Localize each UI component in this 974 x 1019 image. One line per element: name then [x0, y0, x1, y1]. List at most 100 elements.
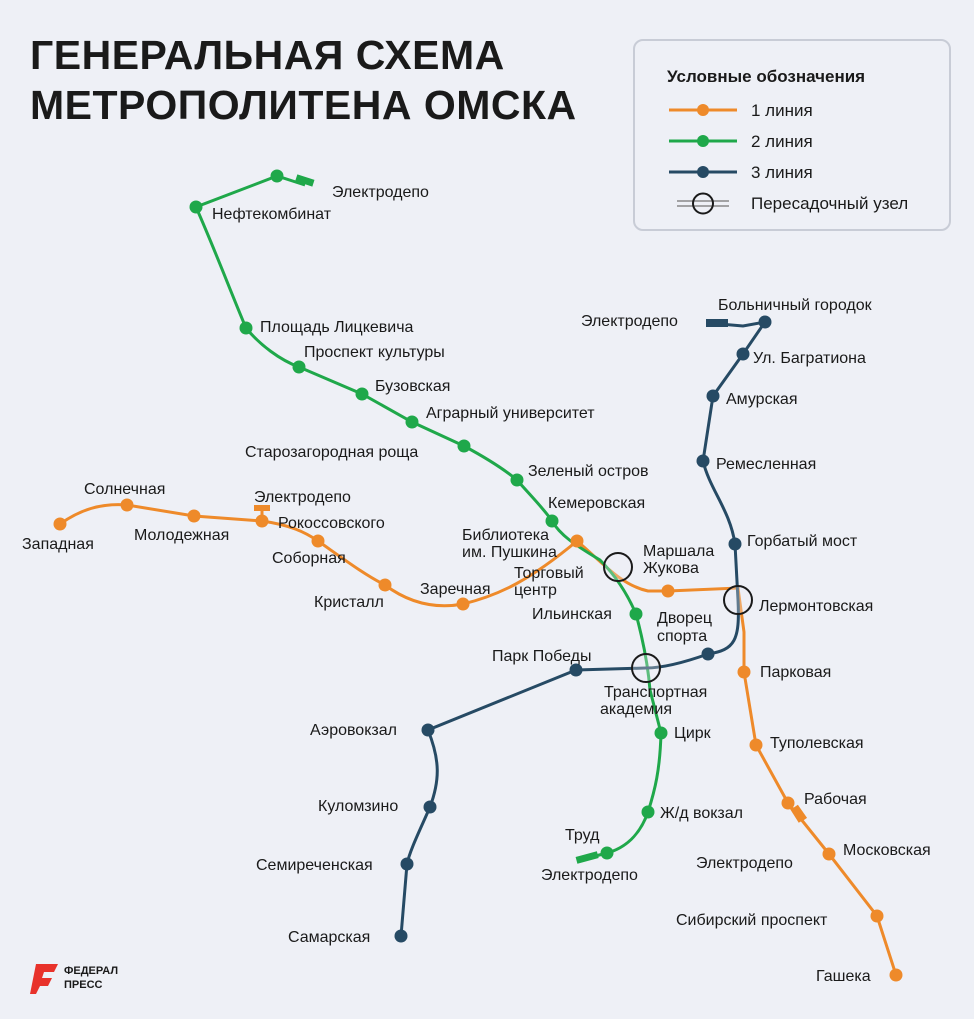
- station-sibirsky[interactable]: [870, 909, 884, 923]
- station-vokzal[interactable]: [641, 805, 655, 819]
- legend-row-line-3: 3 линия: [663, 161, 943, 185]
- depot-rokossovskogo-icon: [254, 505, 270, 511]
- transfer-node-transport[interactable]: [631, 653, 661, 683]
- label-transport-1: Транспортная: [604, 684, 707, 701]
- map-title: ГЕНЕРАЛЬНАЯ СХЕМА МЕТРОПОЛИТЕНА ОМСКА: [30, 30, 577, 130]
- label-transport-2: академия: [600, 701, 672, 718]
- label-dvorets-2: спорта: [657, 628, 707, 645]
- label-marshala-2: Жукова: [643, 560, 699, 577]
- station-samarskaya[interactable]: [394, 929, 408, 943]
- station-aerovokzal[interactable]: [421, 723, 435, 737]
- label-semirechenskaya: Семиреченская: [256, 857, 373, 874]
- label-depot-trud: Электродепо: [541, 867, 638, 884]
- label-buzovskaya: Бузовская: [375, 378, 450, 395]
- label-bolnichny: Больничный городок: [718, 297, 873, 314]
- depot-east-icon: [706, 319, 728, 327]
- federal-press-logo-icon: [30, 964, 58, 994]
- label-starozagorodnaya: Старозагородная роща: [245, 444, 418, 461]
- station-parkovaya[interactable]: [737, 665, 751, 679]
- station-bolnichny[interactable]: [758, 315, 772, 329]
- depot-trud-icon: [575, 851, 599, 864]
- label-gasheka: Гашека: [816, 968, 871, 985]
- publisher-logo: ФЕДЕРАЛ ПРЕСС: [30, 962, 118, 1001]
- label-depot-south-east: Электродепо: [696, 855, 793, 872]
- transfer-node-lermontovskaya[interactable]: [723, 585, 753, 615]
- label-zeleny: Зеленый остров: [528, 463, 649, 480]
- label-zapadnaya: Западная: [22, 536, 94, 553]
- station-rabochaya[interactable]: [781, 796, 795, 810]
- station-depot-north[interactable]: [270, 169, 284, 183]
- station-trud[interactable]: [600, 846, 614, 860]
- depot-south-east-icon: [792, 804, 808, 822]
- label-trud: Труд: [565, 827, 600, 844]
- label-parkovaya: Парковая: [760, 664, 831, 681]
- line-3-swatch-icon: [669, 166, 737, 178]
- transfer-node-icon: [677, 192, 729, 215]
- transfer-node-torgovy[interactable]: [603, 552, 633, 582]
- station-ploshchad[interactable]: [239, 321, 253, 335]
- station-rokossovskogo[interactable]: [255, 514, 269, 528]
- station-zarechnaya[interactable]: [456, 597, 470, 611]
- label-vokzal: Ж/д вокзал: [660, 805, 743, 822]
- line-2-stations: [189, 169, 668, 860]
- station-agrarny[interactable]: [405, 415, 419, 429]
- label-depot-north: Электродепо: [332, 184, 429, 201]
- station-kristall[interactable]: [378, 578, 392, 592]
- station-biblioteka[interactable]: [570, 534, 584, 548]
- station-kemerovskaya[interactable]: [545, 514, 559, 528]
- station-park-pobedy[interactable]: [569, 663, 583, 677]
- line-1-swatch-icon: [669, 104, 737, 116]
- station-molodezhnaya[interactable]: [187, 509, 201, 523]
- station-amurskaya[interactable]: [706, 389, 720, 403]
- station-marshala[interactable]: [661, 584, 675, 598]
- logo-text: ФЕДЕРАЛ ПРЕСС: [64, 964, 118, 992]
- legend-label-transfer: Пересадочный узел: [751, 194, 909, 213]
- legend-label-line-2: 2 линия: [751, 132, 813, 151]
- station-zapadnaya[interactable]: [53, 517, 67, 531]
- label-zarechnaya: Заречная: [420, 581, 491, 598]
- label-torgovy-2: центр: [514, 582, 557, 599]
- label-solnechnaya: Солнечная: [84, 481, 165, 498]
- label-gorbaty: Горбатый мост: [747, 533, 858, 550]
- station-moskovskaya[interactable]: [822, 847, 836, 861]
- station-kultury[interactable]: [292, 360, 306, 374]
- station-starozagorodnaya[interactable]: [457, 439, 471, 453]
- label-agrarny: Аграрный университет: [426, 405, 595, 422]
- station-kulomzino[interactable]: [423, 800, 437, 814]
- station-dvorets[interactable]: [701, 647, 715, 661]
- station-tsirk[interactable]: [654, 726, 668, 740]
- station-tupolevskaya[interactable]: [749, 738, 763, 752]
- legend-panel: Условные обозначения 1 линия 2 линия 3 л…: [633, 39, 951, 231]
- label-samarskaya: Самарская: [288, 929, 370, 946]
- station-buzovskaya[interactable]: [355, 387, 369, 401]
- station-ilyinskaya[interactable]: [629, 607, 643, 621]
- legend-title: Условные обозначения: [667, 67, 866, 86]
- station-zeleny[interactable]: [510, 473, 524, 487]
- label-aerovokzal: Аэровокзал: [310, 722, 397, 739]
- label-marshala-1: Маршала: [643, 543, 714, 560]
- station-remeslennaya[interactable]: [696, 454, 710, 468]
- station-gorbaty[interactable]: [728, 537, 742, 551]
- label-park-pobedy: Парк Победы: [492, 648, 592, 665]
- station-semirechenskaya[interactable]: [400, 857, 414, 871]
- station-sobornaya[interactable]: [311, 534, 325, 548]
- station-neftekombinat[interactable]: [189, 200, 203, 214]
- label-torgovy-1: Торговый: [514, 565, 584, 582]
- label-depot-rokossovskogo: Электродепо: [254, 489, 351, 506]
- station-solnechnaya[interactable]: [120, 498, 134, 512]
- title-line-1: ГЕНЕРАЛЬНАЯ СХЕМА: [30, 32, 505, 78]
- logo-line-1: ФЕДЕРАЛ: [64, 965, 119, 977]
- label-amurskaya: Амурская: [726, 391, 797, 408]
- label-kulomzino: Куломзино: [318, 798, 398, 815]
- station-gasheka[interactable]: [889, 968, 903, 982]
- legend-row-line-2: 2 линия: [663, 130, 943, 154]
- transfer-nodes: [603, 552, 753, 683]
- label-dvorets-1: Дворец: [657, 610, 712, 627]
- depot-north-icon: [295, 174, 315, 187]
- label-bagrationa: Ул. Багратиона: [753, 350, 866, 367]
- line-2-swatch-icon: [669, 135, 737, 147]
- station-bagrationa[interactable]: [736, 347, 750, 361]
- label-molodezhnaya: Молодежная: [134, 527, 229, 544]
- label-neftekombinat: Нефтекомбинат: [212, 206, 332, 223]
